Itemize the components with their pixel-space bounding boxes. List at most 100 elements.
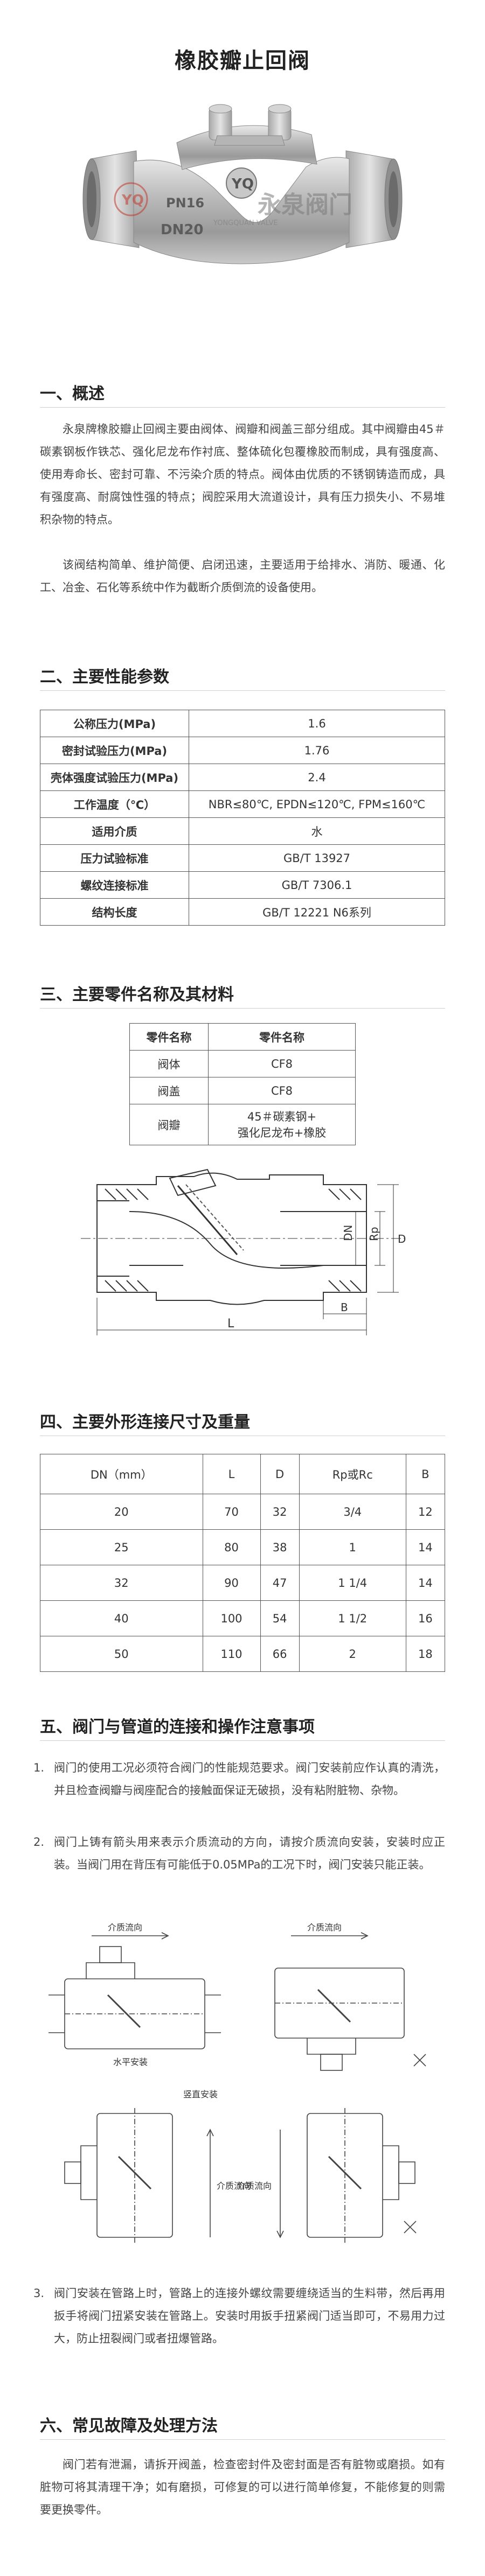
horizontal-install-label: 水平安装 (113, 2057, 148, 2067)
dims-cell: 1 1/2 (299, 1600, 406, 1636)
dims-header: DN（mm） (40, 1454, 203, 1494)
param-value: GB/T 13927 (189, 844, 445, 872)
part-name: 阀盖 (129, 1077, 209, 1104)
valve-section-drawing: DN Rp D B L (81, 1168, 406, 1335)
dim-label-d: D (398, 1233, 406, 1245)
dims-cell: 14 (405, 1529, 446, 1565)
dims-cell: 110 (202, 1636, 261, 1672)
param-label: 结构长度 (40, 898, 189, 926)
troubleshooting-paragraph: 阀门若有泄漏，请拆开阀盖，检查密封件及密封面是否有脏物或磨损。如有脏物可将其清理… (40, 2458, 445, 2516)
page-title: 橡胶瓣止回阀 (175, 48, 310, 73)
list-text: 阀门的使用工况必须符合阀门的性能规范要求。阀门安装前应作认真的清洗，并且检查阀瓣… (54, 1761, 445, 1797)
dims-cell: 66 (260, 1636, 300, 1672)
dims-cell: 3/4 (299, 1494, 406, 1530)
flow-direction-label: 介质流向 (108, 1922, 142, 1933)
section-troubleshooting-title: 六、常见故障及处理方法 (40, 2417, 218, 2435)
flow-direction-label: 介质流向 (217, 2181, 251, 2191)
product-photo: PN16 DN20 YQ 永泉阀门 YONGQUAN VALVE YQ (82, 104, 403, 264)
dims-cell: 70 (202, 1494, 261, 1530)
list-text: 阀门上铸有箭头用来表示介质流动的方向，请按介质流向安装，安装时应正装。当阀门用在… (54, 1836, 445, 1871)
dim-label-rp: Rp (368, 1227, 380, 1241)
dims-cell: 80 (202, 1529, 261, 1565)
dims-cell: 18 (405, 1636, 446, 1672)
param-label: 壳体强度试验压力(MPa) (40, 764, 189, 791)
section-divider (40, 407, 445, 408)
list-text: 阀门安装在管路上时，管路上的连接外螺纹需要缠绕适当的生料带，然后再用扳手将阀门扭… (54, 2287, 445, 2345)
param-label: 密封试验压力(MPa) (40, 737, 189, 764)
section-parts-title: 三、主要零件名称及其材料 (40, 985, 234, 1004)
section-divider (40, 690, 445, 691)
part-material-line: 强化尼龙布+橡胶 (237, 1126, 327, 1139)
dims-header: Rp或Rc (299, 1454, 406, 1494)
param-value: 1.6 (189, 710, 445, 737)
installation-item-2: 2. 阀门上铸有箭头用来表示介质流动的方向，请按介质流向安装，安装时应正装。当阀… (33, 1831, 445, 1876)
section-divider (40, 2439, 445, 2440)
list-number: 1. (33, 1761, 45, 1774)
pn-mark: PN16 (166, 195, 204, 211)
param-label: 压力试验标准 (40, 844, 189, 872)
part-material-line: 45＃碳素钢+ (247, 1110, 317, 1123)
param-value: GB/T 12221 N6系列 (189, 898, 445, 926)
installation-item-1: 1. 阀门的使用工况必须符合阀门的性能规范要求。阀门安装前应作认真的清洗，并且检… (33, 1756, 445, 1802)
table-row: DN（mm） L D Rp或Rc B (40, 1454, 446, 1494)
dims-cell: 2 (299, 1636, 406, 1672)
section-dimensions-title: 四、主要外形连接尺寸及重量 (40, 1413, 250, 1432)
dims-cell: 25 (40, 1529, 203, 1565)
dims-header: B (405, 1454, 446, 1494)
param-label: 公称压力(MPa) (40, 710, 189, 737)
dim-label-dn: DN (342, 1225, 355, 1241)
parts-header-material: 零件名称 (208, 1023, 356, 1051)
dims-cell: 100 (202, 1600, 261, 1636)
dims-cell: 16 (405, 1600, 446, 1636)
cap-logo-mark: YQ (231, 176, 254, 192)
table-row: 工作温度（℃）NBR≤80℃, EPDN≤120℃, FPM≤160℃ (40, 790, 445, 818)
brand-watermark: YQ 永泉阀门 YONGQUAN VALVE (114, 182, 352, 227)
dims-header: L (202, 1454, 261, 1494)
param-label: 工作温度（℃） (40, 790, 189, 818)
list-number: 2. (33, 1836, 45, 1849)
dims-cell: 1 1/4 (299, 1565, 406, 1601)
dims-cell: 14 (405, 1565, 446, 1601)
list-number: 3. (33, 2287, 45, 2300)
part-name: 阀体 (129, 1050, 209, 1077)
dims-header: D (260, 1454, 300, 1494)
table-row: 适用介质水 (40, 817, 445, 845)
overview-paragraph-1: 永泉牌橡胶瓣止回阀主要由阀体、阀瓣和阀盖三部分组成。其中阀瓣由45＃碳素钢板作铁… (40, 423, 445, 526)
dims-cell: 20 (40, 1494, 203, 1530)
flow-direction-label: 介质流向 (307, 1922, 342, 1933)
installation-diagram: 介质流向 介质流向 水平安装 竖直安装 介质流向 介质流向 (48, 1922, 426, 2243)
table-row: 零件名称零件名称 (129, 1023, 356, 1051)
section-divider (40, 1008, 445, 1009)
param-value: GB/T 7306.1 (189, 871, 445, 899)
dims-cell: 32 (260, 1494, 300, 1530)
flow-direction-label: 介质流向 (237, 2181, 272, 2191)
dn-mark: DN20 (161, 222, 204, 238)
dims-cell: 1 (299, 1529, 406, 1565)
param-value: 1.76 (189, 737, 445, 764)
table-row: 公称压力(MPa)1.6 (40, 710, 445, 737)
table-row: 壳体强度试验压力(MPa)2.4 (40, 764, 445, 791)
dims-cell: 47 (260, 1565, 300, 1601)
parts-header-name: 零件名称 (129, 1023, 209, 1051)
dims-cell: 54 (260, 1600, 300, 1636)
table-row: 密封试验压力(MPa)1.76 (40, 737, 445, 764)
param-value: 2.4 (189, 764, 445, 791)
dims-cell: 32 (40, 1565, 203, 1601)
overview-paragraph-2: 该阀结构简单、维护简便、启闭迅速，主要适用于给排水、消防、暖通、化工、冶金、石化… (40, 558, 445, 594)
dim-label-l: L (227, 1317, 234, 1331)
part-material: 45＃碳素钢+ 强化尼龙布+橡胶 (208, 1104, 356, 1145)
dims-cell: 12 (405, 1494, 446, 1530)
brand-name: 永泉阀门 (258, 191, 352, 219)
brand-logo-mark: YQ (121, 192, 144, 208)
